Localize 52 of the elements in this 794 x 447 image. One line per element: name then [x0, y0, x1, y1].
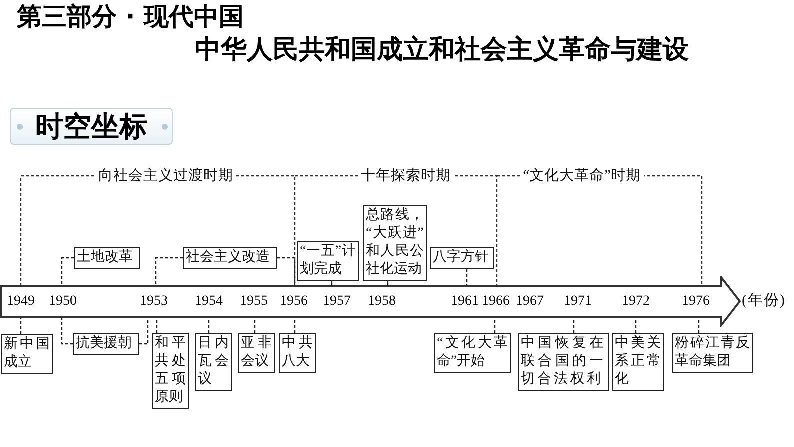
leader-line [494, 317, 496, 333]
leader-line [466, 269, 468, 287]
year-label: 1953 [140, 288, 168, 316]
year-label: 1954 [195, 288, 223, 316]
year-label: 1956 [280, 288, 308, 316]
leader-line [208, 317, 210, 333]
leader-line [155, 257, 183, 287]
leader-line [635, 317, 637, 333]
event-box: 抗美援朝 [73, 333, 139, 355]
timeline-arrow [0, 276, 742, 327]
year-label: 1972 [622, 288, 650, 316]
event-box: 社会主义改造 [183, 247, 277, 269]
period-label: 向社会主义过渡时期 [96, 167, 236, 185]
leader-line [156, 317, 158, 333]
leader-line [61, 317, 73, 345]
year-label: 1967 [516, 288, 544, 316]
year-label: 1966 [482, 288, 510, 316]
year-label: 1955 [240, 288, 268, 316]
leader-line [698, 317, 700, 333]
leader-line [20, 317, 22, 334]
year-label: 1950 [49, 288, 77, 316]
event-box: “一五”计划完成 [297, 241, 359, 281]
event-box: “文化大革命”开始 [434, 333, 511, 373]
year-label: 1949 [7, 288, 35, 316]
year-label: 1976 [682, 288, 710, 316]
year-label: 1971 [564, 288, 592, 316]
axis-unit-label: (年份) [742, 292, 786, 311]
leader-line [254, 317, 256, 333]
leader-line [61, 257, 74, 287]
section-badge [10, 108, 173, 145]
leader-line [573, 317, 575, 333]
section-title: 第三部分 · 现代中国 [17, 2, 244, 32]
leader-line [139, 317, 149, 345]
event-box: 新中国成立 [1, 334, 53, 374]
period-label: 十年探索时期 [358, 167, 454, 185]
badge-title: 时空坐标 [36, 110, 148, 142]
event-box: 总路线，“大跃进”和人民公社化运动 [363, 205, 427, 281]
event-box: 土地改革 [74, 247, 140, 269]
event-box: 中国恢复在联合国的一切合法权利 [518, 333, 609, 391]
event-box: 亚非会议 [238, 333, 275, 373]
year-label: 1958 [368, 288, 396, 316]
event-box: 和平共处五项原则 [152, 333, 189, 409]
event-box: 日内瓦会议 [195, 333, 232, 391]
period-label: “文化大革命”时期 [520, 167, 644, 185]
event-box: 中共八大 [279, 333, 316, 373]
event-box: 八字方针 [430, 247, 494, 269]
event-box: 中美关系正常化 [612, 333, 664, 391]
leader-line [294, 317, 296, 333]
diagram-title: 中华人民共和国成立和社会主义革命与建设 [195, 35, 689, 65]
event-box: 粉碎江青反革命集团 [672, 333, 753, 373]
year-label: 1961 [451, 288, 479, 316]
year-label: 1957 [323, 288, 351, 316]
